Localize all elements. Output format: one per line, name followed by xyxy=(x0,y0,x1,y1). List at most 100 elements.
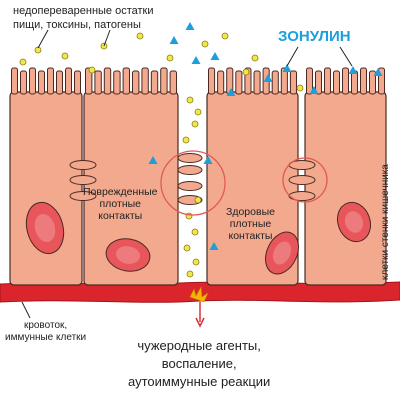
zonulin-triangle-icon xyxy=(169,36,179,44)
particle-dot-icon xyxy=(88,66,96,74)
tight-junction xyxy=(177,165,203,175)
microvillus xyxy=(253,70,261,95)
microvillus xyxy=(94,70,102,95)
label-intestinal-wall-cells: клетки стенки кишечника xyxy=(380,164,391,280)
nucleus-inner xyxy=(344,211,364,233)
tight-junction xyxy=(69,175,97,185)
particle-dot-icon xyxy=(191,228,199,236)
label-outcome-line-3: аутоиммунные реакции xyxy=(128,374,271,389)
microvillus xyxy=(342,67,349,95)
particle-dot-icon xyxy=(251,54,259,62)
epithelial-cell xyxy=(304,91,387,286)
particle-dot-icon xyxy=(221,32,229,40)
label-damaged-line-2: плотные xyxy=(99,198,142,211)
nucleus-inner xyxy=(115,246,141,264)
microvillus xyxy=(65,67,72,95)
pointer-zonulin-1 xyxy=(286,46,299,67)
zonulin-triangle-icon xyxy=(282,64,292,72)
microvillus xyxy=(38,70,45,95)
microvillus xyxy=(324,67,331,95)
label-damaged-line-1: Поврежденные xyxy=(83,186,158,198)
epithelial-cell xyxy=(9,91,83,286)
label-food-line-1: недопереваренные остатки xyxy=(13,5,154,17)
label-damaged-junctions: Поврежденные плотные контакты xyxy=(83,186,158,222)
pointer-blood xyxy=(21,301,31,319)
label-undigested-food: недопереваренные остатки пищи, токсины, … xyxy=(13,4,154,32)
zonulin-triangle-icon xyxy=(203,156,213,164)
pointer-food xyxy=(37,29,49,49)
microvillus xyxy=(141,67,149,95)
microvillus xyxy=(280,67,288,95)
particle-dot-icon xyxy=(242,68,250,76)
microvillus xyxy=(217,70,225,95)
particle-dot-icon xyxy=(183,244,191,252)
label-healthy-junctions: Здоровые плотные контакты xyxy=(226,206,275,242)
microvillus xyxy=(29,67,36,95)
particle-dot-icon xyxy=(192,258,200,266)
microvillus xyxy=(11,67,18,95)
microvillus xyxy=(169,70,178,95)
label-outcomes: чужеродные агенты, воспаление, аутоиммун… xyxy=(128,337,270,391)
particle-dot-icon xyxy=(191,120,199,128)
zonulin-triangle-icon xyxy=(348,66,358,74)
label-healthy-line-1: Здоровые xyxy=(226,206,275,218)
zonulin-triangle-icon xyxy=(226,88,236,96)
healthy-junction-ring xyxy=(282,157,328,203)
zonulin-triangle-icon xyxy=(191,56,201,64)
label-bloodstream: кровоток, иммунные клетки xyxy=(5,320,86,343)
label-blood-line-1: кровоток, xyxy=(23,320,68,331)
particle-dot-icon xyxy=(61,52,69,60)
microvillus xyxy=(306,67,313,95)
zonulin-triangle-icon xyxy=(373,68,383,76)
nucleus-inner xyxy=(272,241,292,265)
label-healthy-line-3: контакты xyxy=(228,230,273,243)
particle-dot-icon xyxy=(182,136,190,144)
microvillus xyxy=(47,67,54,95)
zonulin-triangle-icon xyxy=(148,156,158,164)
microvillus xyxy=(208,67,216,95)
microvillus xyxy=(150,70,159,95)
tight-junction xyxy=(288,191,316,201)
particle-dot-icon xyxy=(194,196,202,204)
particle-dot-icon xyxy=(186,96,194,104)
microvillus xyxy=(103,67,112,95)
zonulin-triangle-icon xyxy=(210,52,220,60)
microvillus xyxy=(122,67,130,95)
label-food-line-2: пищи, токсины, патогены xyxy=(13,19,141,31)
microvillus xyxy=(333,70,340,95)
leak-burst-icon xyxy=(189,286,209,303)
microvillus xyxy=(20,70,27,95)
microvillus xyxy=(360,67,367,95)
leak-arrow-head xyxy=(195,317,205,328)
microvillus xyxy=(369,70,376,95)
microvillus xyxy=(289,70,297,95)
microvillus xyxy=(113,70,121,95)
microvillus xyxy=(132,70,140,95)
label-blood-line-2: иммунные клетки xyxy=(5,331,87,343)
particle-dot-icon xyxy=(194,108,202,116)
microvillus xyxy=(235,70,243,95)
particle-dot-icon xyxy=(186,270,194,278)
pointer-zonulin-2 xyxy=(339,46,353,67)
zonulin-triangle-icon xyxy=(309,86,319,94)
nucleus-inner xyxy=(34,213,56,243)
label-zonulin: ЗОНУЛИН xyxy=(278,28,351,45)
particle-dot-icon xyxy=(166,54,174,62)
tight-junction xyxy=(288,175,316,185)
zonulin-triangle-icon xyxy=(185,22,195,30)
zonulin-triangle-icon xyxy=(209,242,219,250)
label-damaged-line-3: контакты xyxy=(98,210,143,223)
zonulin-triangle-icon xyxy=(263,74,273,82)
microvillus xyxy=(351,70,358,95)
label-outcome-line-2: воспаление, xyxy=(161,356,237,371)
label-healthy-line-2: плотные xyxy=(229,218,272,231)
particle-dot-icon xyxy=(201,40,209,48)
tight-junction xyxy=(69,160,97,170)
microvillus xyxy=(56,70,63,95)
particle-dot-icon xyxy=(136,32,144,40)
particle-dot-icon xyxy=(19,58,27,66)
pointer-food-2 xyxy=(103,29,111,47)
particle-dot-icon xyxy=(296,84,304,92)
label-outcome-line-1: чужеродные агенты, xyxy=(137,338,261,353)
